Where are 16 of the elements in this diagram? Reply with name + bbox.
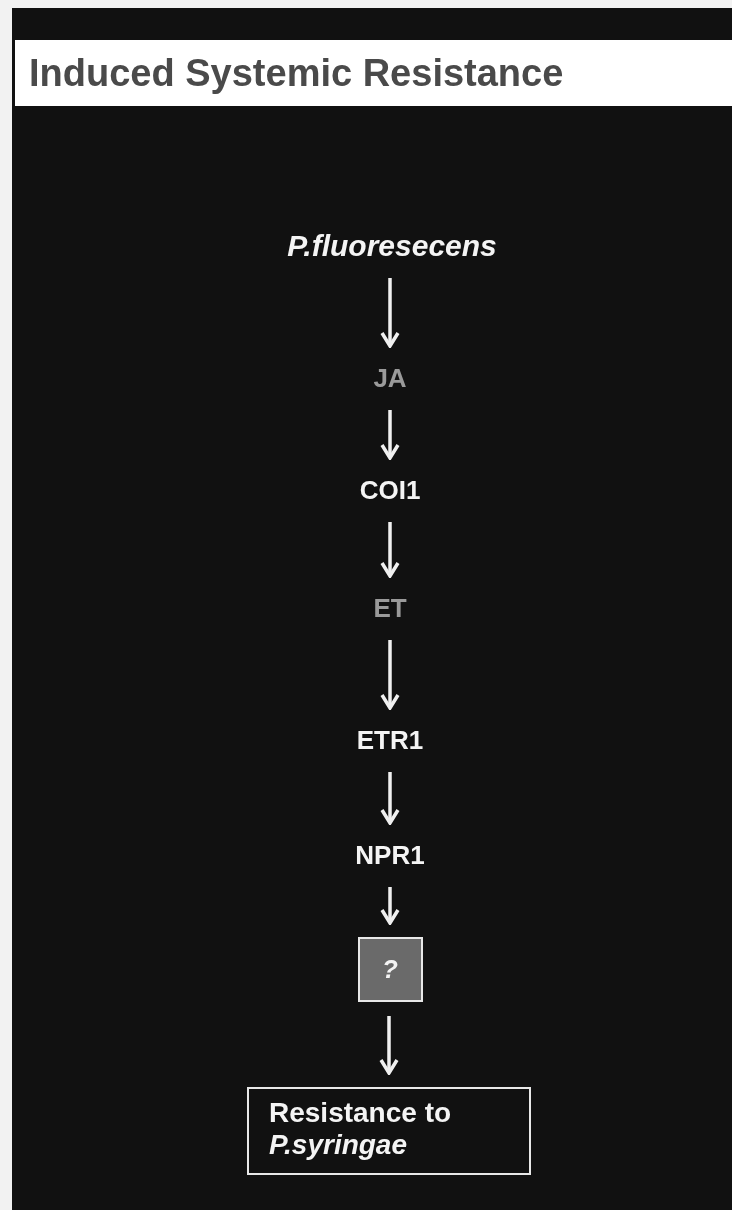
arrow	[380, 410, 400, 460]
gene-label: NPR1	[355, 837, 425, 873]
outcome-box: Resistance to P.syringae	[247, 1087, 531, 1175]
arrow	[379, 1016, 399, 1075]
unknown-factor-box: ?	[357, 937, 423, 1002]
arrow	[380, 887, 400, 925]
organism-label: P.fluoresecens	[287, 226, 497, 264]
hormone-label: JA	[373, 360, 407, 396]
title: Induced Systemic Resistance	[29, 50, 564, 96]
arrow	[380, 522, 400, 578]
hormone-label: ET	[373, 590, 407, 626]
gene-label: COI1	[359, 472, 421, 508]
gene-label: ETR1	[356, 722, 424, 758]
arrow	[380, 772, 400, 825]
arrow	[380, 278, 400, 348]
arrow	[380, 640, 400, 710]
